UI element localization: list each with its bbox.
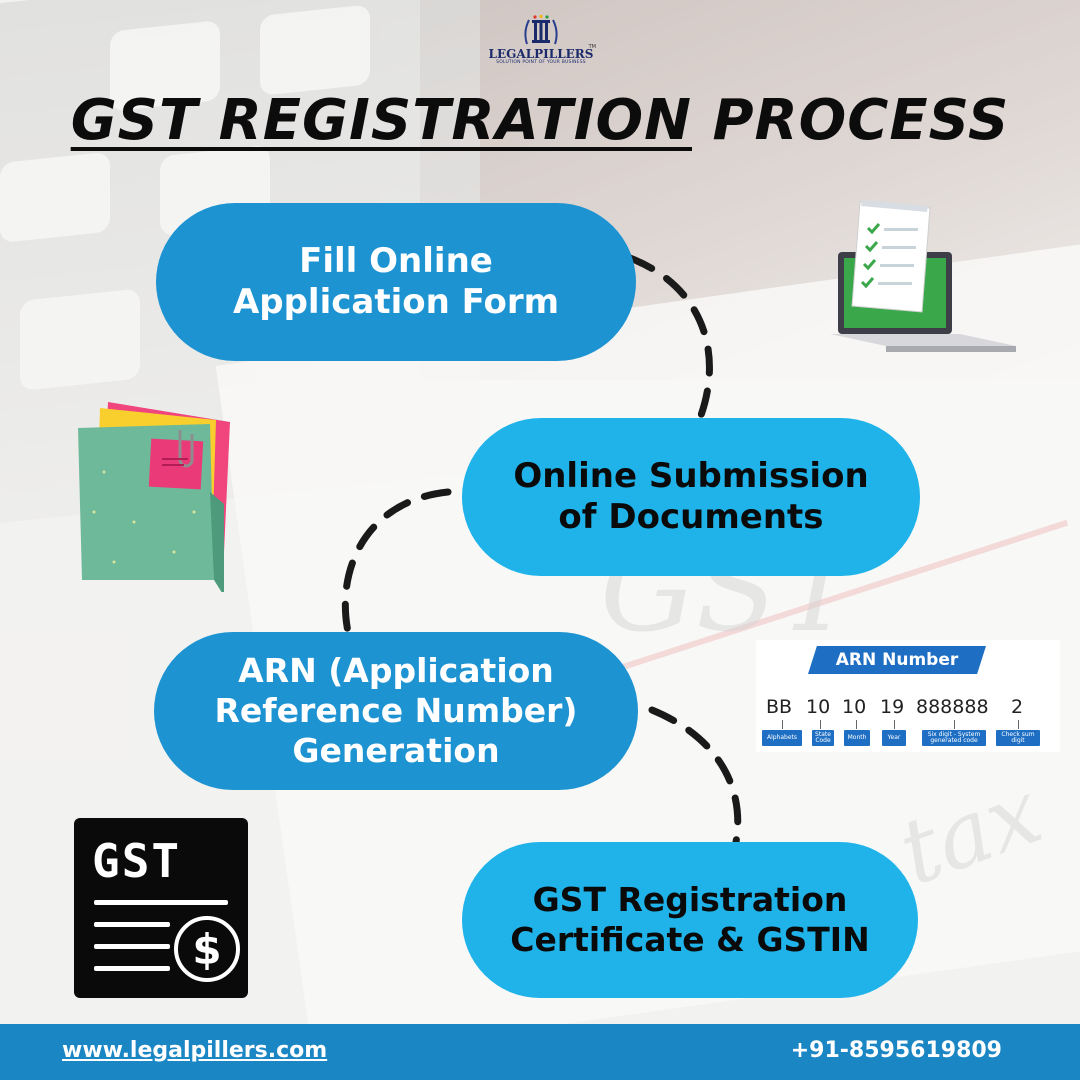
step-online-submission: Online Submission of Documents — [462, 418, 920, 576]
connector-2-3 — [341, 488, 452, 636]
arn-label: Alphabets — [762, 730, 802, 746]
arn-arrow — [954, 720, 955, 729]
brand-tagline: SOLUTION POINT OF YOUR BUSINESS — [496, 60, 586, 65]
connector-1-2 — [626, 254, 713, 422]
arn-arrow — [820, 720, 821, 729]
gst-icon-line — [94, 944, 170, 949]
gst-document-icon: GST $ — [74, 818, 248, 998]
footer-bar: www.legalpillers.com +91-8595619809 — [0, 1024, 1080, 1080]
page-title: GST REGISTRATION PROCESS — [0, 88, 1080, 153]
brand-trademark: TM — [588, 44, 596, 50]
gst-icon-text: GST — [92, 834, 182, 888]
arn-digit: 10 — [842, 696, 867, 718]
page-title-rest: PROCESS — [692, 88, 1010, 153]
arn-arrow — [1018, 720, 1019, 729]
connector-3-4 — [648, 706, 742, 846]
arn-label: Six digit - System generated code — [922, 730, 986, 746]
arn-arrow — [782, 720, 783, 729]
dollar-coin-icon: $ — [174, 916, 240, 982]
arn-label: Month — [844, 730, 870, 746]
step-4-line-1: GST Registration — [532, 879, 848, 919]
arn-digits-row: BB 10 10 19 888888 2 — [756, 696, 1060, 720]
phone-number: +91-8595619809 — [790, 1038, 1002, 1063]
gst-icon-line — [94, 966, 170, 971]
arn-label: State Code — [812, 730, 834, 746]
arn-arrow — [856, 720, 857, 729]
step-3-line-1: ARN (Application — [238, 650, 554, 690]
arn-digit: 19 — [880, 696, 905, 718]
step-arn-generation: ARN (Application Reference Number) Gener… — [154, 632, 638, 790]
step-2-line-1: Online Submission — [513, 455, 869, 496]
arn-arrow — [894, 720, 895, 729]
step-4-line-2: Certificate & GSTIN — [510, 920, 870, 959]
brand-name: LEGALPILLERS — [488, 47, 594, 61]
website-link[interactable]: www.legalpillers.com — [62, 1038, 328, 1063]
step-fill-online-form: Fill Online Application Form — [156, 203, 636, 361]
arn-label: Check sum digit — [996, 730, 1040, 746]
step-3-line-2: Reference Number) — [214, 690, 578, 730]
laptop-checklist-icon — [830, 200, 1016, 352]
step-1-line-1: Fill Online — [299, 240, 493, 281]
step-1-line-2: Application Form — [232, 282, 560, 322]
documents-folder-icon — [78, 402, 230, 592]
page-title-underlined: GST REGISTRATION — [70, 88, 692, 153]
arn-card-heading: ARN Number — [808, 646, 986, 674]
brand-logo: LEGALPILLERS SOLUTION POINT OF YOUR BUSI… — [486, 14, 596, 72]
step-3-line-3: Generation — [292, 731, 500, 771]
arn-digit: 2 — [1011, 696, 1024, 718]
arn-digit: 888888 — [916, 696, 989, 718]
arn-digit: 10 — [806, 696, 831, 718]
step-registration-certificate: GST Registration Certificate & GSTIN — [462, 842, 918, 998]
gst-icon-line — [94, 922, 170, 927]
gst-icon-line — [94, 900, 228, 905]
pillar-icon — [524, 14, 558, 45]
arn-digit: BB — [766, 696, 793, 718]
arn-number-card: ARN Number BB 10 10 19 888888 2 Alphabet… — [756, 640, 1060, 752]
arn-label: Year — [882, 730, 906, 746]
step-2-line-2: of Documents — [558, 497, 824, 537]
